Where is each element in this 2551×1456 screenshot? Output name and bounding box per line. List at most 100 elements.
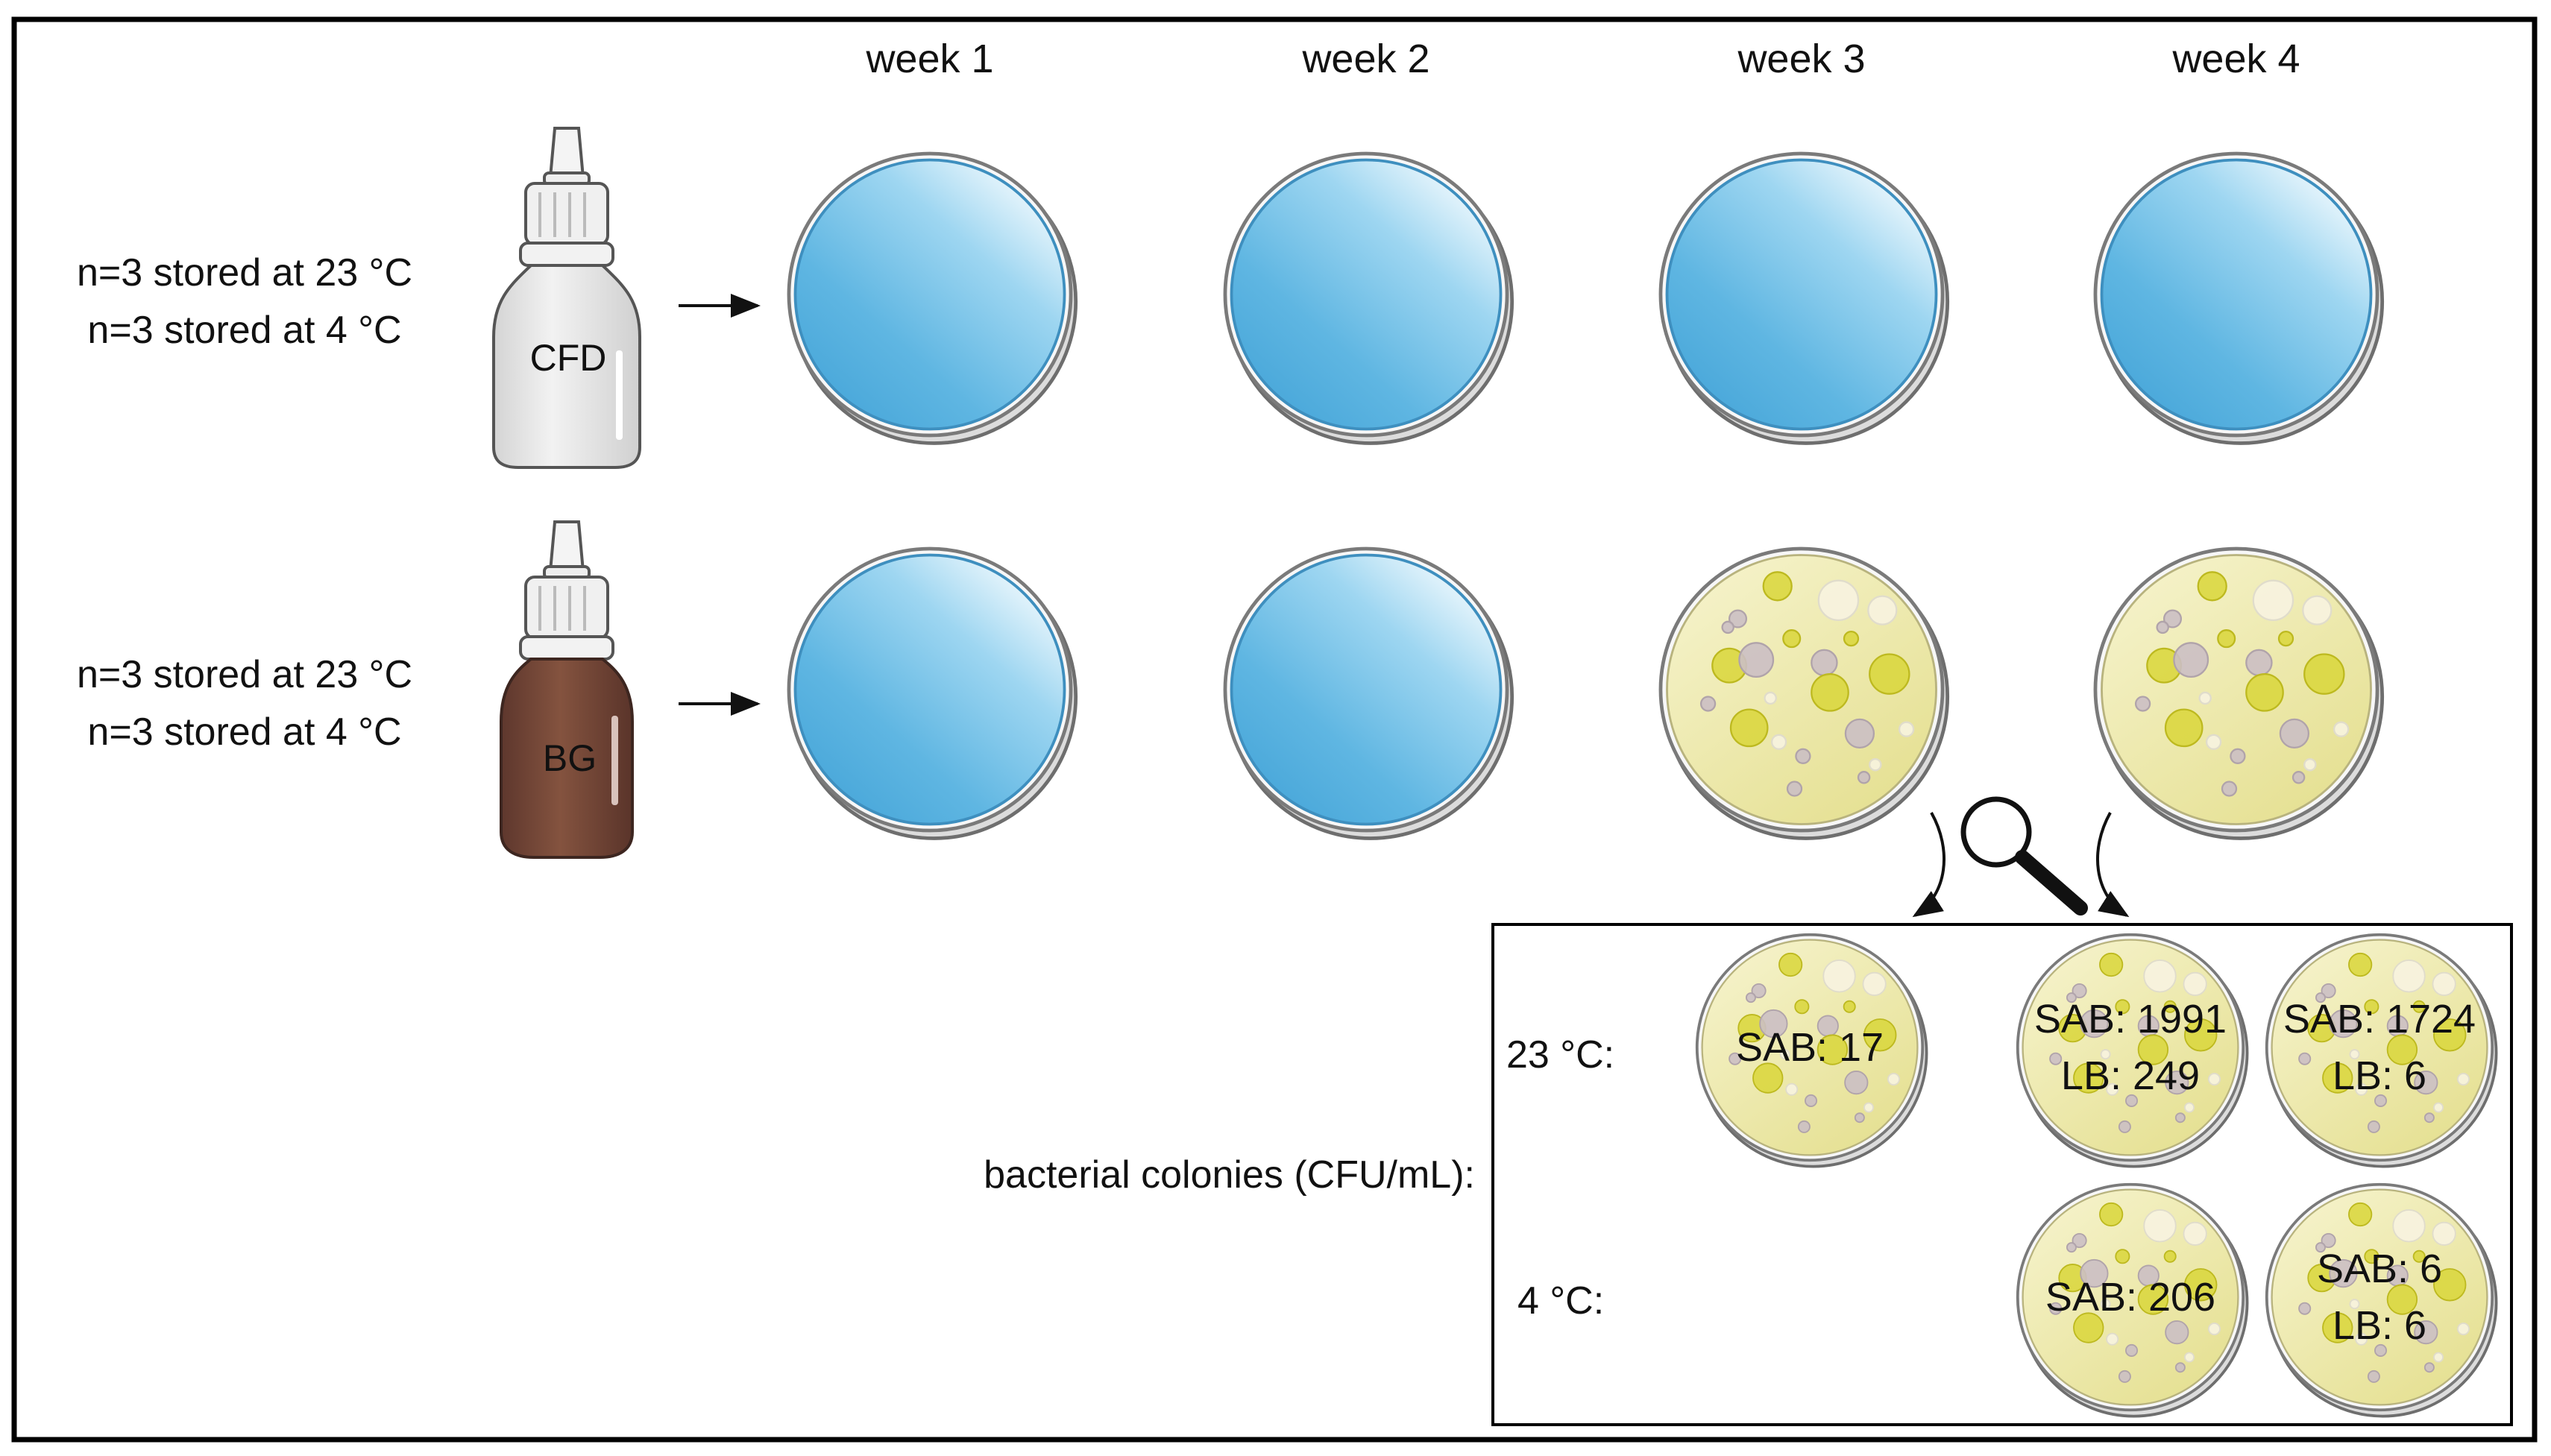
petri-dish-icon [2093,151,2385,445]
result-petri-dish-icon [2016,1182,2249,1418]
colony-spot [2049,1052,2063,1065]
curved-arrow-right [2096,812,2130,918]
result-count-label: SAB: 1724 [2283,997,2476,1041]
colony-spot [2162,609,2183,628]
colony-spot [2134,696,2151,712]
colony-spot [2456,1073,2470,1086]
result-petri-dish-icon [1695,933,1928,1168]
row2-condition-23c: n=3 stored at 23 °C [77,653,412,696]
colony-spot [2414,1320,2438,1345]
colony-spot [2412,1000,2426,1013]
colony-spot [1794,999,1810,1015]
colony-spot [2374,1094,2388,1107]
colony-spot [1721,620,1734,634]
colony-spot [2163,1000,2177,1013]
column-header-week-3: week 3 [1737,37,1865,81]
colony-spot [2184,1018,2218,1052]
curved-arrow-left [1912,812,1946,918]
petri-dish-icon [1223,546,1514,840]
colony-spot [2143,959,2177,993]
colony-spot [2184,1352,2195,1363]
colony-spot [2183,1221,2207,1246]
result-count-label: LB: 6 [2333,1053,2426,1098]
colony-spot [1811,672,1849,712]
colony-spot [2174,1112,2186,1123]
colony-spot [2156,620,2169,634]
colony-spot [2432,1221,2456,1246]
colony-spot [2374,1343,2388,1357]
result-count-label: SAB: 17 [1736,1025,1884,1070]
colony-spot [1762,571,1793,602]
petri-dish-icon [787,546,1078,840]
colony-spot [2183,971,2207,996]
colony-spot [1854,1112,1865,1123]
cfd-bottle-label: CFD [530,337,607,379]
colony-spot [2349,1299,2360,1310]
colony-spot [2099,1202,2124,1227]
colony-spot [1869,653,1910,695]
colony-spot [1782,629,1802,649]
colony-spot [2066,992,2077,1003]
colony-spot [2302,595,2333,625]
dropper-bottle-icon [500,520,634,859]
colony-spot [1770,734,1787,750]
colony-spot [2333,721,2350,737]
colony-spot [1844,1071,1869,1095]
colony-spot [2106,1332,2119,1346]
colony-spot [2137,1284,2169,1315]
colony-spot [2217,629,2236,649]
row2-condition-4c: n=3 stored at 4 °C [87,710,401,754]
colony-spot [2066,1242,2077,1253]
colony-spot [2207,1323,2221,1336]
colony-spot [2080,1009,2109,1039]
magnifier-icon [1960,796,2088,915]
colony-spot [1699,696,1717,712]
colony-spot [1795,748,1811,764]
colony-spot [2163,1249,2177,1263]
colony-spot [2197,571,2227,602]
colony-spot [2207,1073,2221,1086]
colony-spot [2322,1062,2353,1094]
colony-spot [1811,649,1838,677]
colony-spot [2115,1249,2130,1264]
colony-spot [2355,1332,2368,1346]
colony-spot [1797,1120,1811,1133]
colony-spot [2230,748,2246,764]
colony-spot [1729,1052,1742,1065]
colony-spot [1887,1073,1900,1086]
colony-spot [1843,630,1860,647]
result-petri-dish-icon [2265,933,2498,1168]
colony-spot [1863,1018,1897,1052]
colony-spot [2173,642,2209,678]
colony-spot [2165,1320,2189,1345]
colony-spot [2321,1232,2336,1249]
result-count-label: LB: 249 [2061,1053,2200,1098]
colony-spot [2137,1034,2169,1065]
cfd-bottle: CFD [492,127,641,469]
colony-spot [2433,1018,2467,1052]
colony-spot [2349,1049,2360,1060]
result-petri-dish-icon [2016,933,2249,1168]
colony-spot [2433,1268,2467,1302]
colony-spot [2115,999,2130,1015]
results-caption: bacterial colonies (CFU/mL): [984,1153,1475,1197]
petri-dish-icon [2093,546,2385,840]
colony-spot [2348,952,2373,977]
colony-spot [2080,1258,2109,1288]
colony-spot [2329,1258,2358,1288]
colony-spot [2184,1268,2218,1302]
colony-spot [2392,959,2426,993]
colony-spot [2386,1284,2418,1315]
colony-spot [1863,1102,1875,1113]
colony-spot [2367,1120,2380,1133]
result-count-label: SAB: 206 [2045,1275,2215,1320]
petri-dish-icon [1658,151,1950,445]
colony-spot [2364,999,2379,1015]
colony-spot [1786,781,1803,797]
colony-spot [2072,1232,2087,1249]
result-count-label: SAB: 6 [2317,1247,2442,1291]
colony-spot [1805,1094,1818,1107]
colony-spot [2252,579,2294,622]
colony-spot [1898,721,1915,737]
colony-spot [2315,1242,2326,1253]
